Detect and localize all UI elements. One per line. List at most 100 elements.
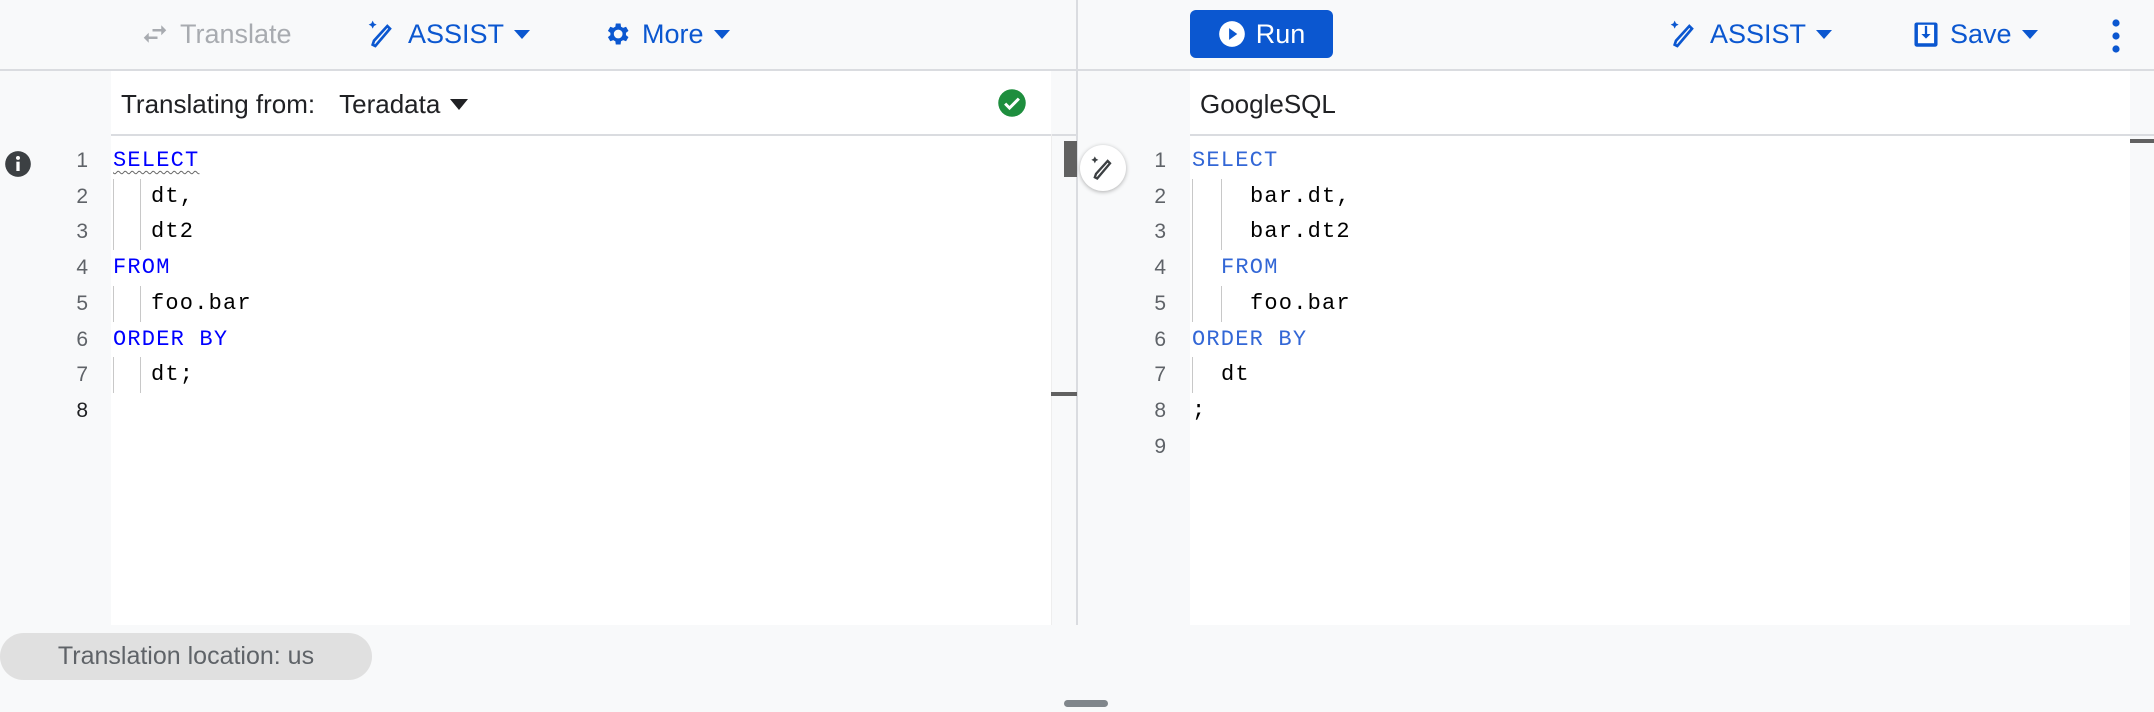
resize-handle[interactable] — [1064, 700, 1108, 707]
code-line: ORDER BY — [113, 322, 228, 358]
target-dialect-label: GoogleSQL — [1200, 88, 1336, 119]
more-vert-button[interactable] — [2106, 16, 2126, 56]
chevron-down-icon — [2021, 29, 2038, 39]
code-line: dt, — [113, 178, 195, 215]
indent-guide — [113, 178, 114, 215]
line-number: 2 — [1154, 184, 1166, 208]
magic-pen-icon — [1091, 156, 1112, 180]
source-editor[interactable] — [111, 71, 1051, 625]
magic-pen-icon — [368, 20, 392, 48]
save-button[interactable]: Save — [1912, 12, 2038, 56]
source-scrollbar-thumb[interactable] — [1064, 141, 1077, 177]
magic-pen-icon — [1670, 20, 1694, 48]
line-number: 3 — [76, 220, 88, 244]
indent-guide — [113, 214, 114, 251]
save-download-icon — [1914, 22, 1938, 47]
panel-divider[interactable] — [1076, 0, 1078, 625]
play-circle-icon — [1218, 21, 1245, 47]
source-cursor-marker — [1051, 392, 1077, 396]
line-number: 4 — [1154, 256, 1166, 280]
line-number: 8 — [76, 398, 88, 422]
swap-arrows-icon — [143, 25, 167, 43]
code-line: dt2 — [113, 214, 195, 251]
indent-guide — [1221, 178, 1222, 215]
translating-from-label: Translating from: — [121, 88, 316, 119]
line-number: 7 — [76, 363, 88, 387]
code-line: SELECT — [113, 143, 199, 179]
line-number: 5 — [1154, 291, 1166, 315]
sql-text: ; — [1192, 397, 1207, 423]
sql-text: bar.dt, — [1250, 183, 1351, 209]
indent-guide — [1192, 214, 1193, 251]
sql-keyword: SELECT — [113, 148, 200, 173]
code-line: FROM — [113, 250, 171, 286]
sql-text: dt; — [151, 362, 195, 388]
source-header: Translating from: Teradata — [121, 84, 469, 124]
code-line: dt — [1192, 357, 1250, 394]
target-header-divider — [1190, 134, 2154, 136]
line-number: 6 — [1154, 327, 1166, 351]
code-line: ; — [1192, 393, 1206, 429]
indent-guide — [113, 285, 114, 322]
sql-text: foo.bar — [1250, 290, 1351, 316]
run-label: Run — [1255, 18, 1306, 49]
more-label: More — [642, 18, 704, 49]
code-line: SELECT — [1192, 143, 1278, 179]
code-line: dt; — [113, 357, 195, 394]
gear-icon — [607, 23, 629, 45]
source-dialect-value: Teradata — [339, 88, 441, 119]
line-number: 5 — [76, 291, 88, 315]
assist-label: ASSIST — [1710, 18, 1807, 49]
sql-text: foo.bar — [151, 290, 252, 316]
assist-label: ASSIST — [408, 18, 505, 49]
more-button[interactable]: More — [602, 12, 730, 56]
assist-gutter-button[interactable] — [1080, 145, 1126, 191]
indent-guide — [1192, 178, 1193, 215]
target-scroll-marker — [2130, 139, 2154, 143]
line-number: 8 — [1154, 398, 1166, 422]
check-circle-icon — [998, 89, 1026, 117]
source-dialect-dropdown[interactable]: Teradata — [339, 88, 469, 120]
code-line: bar.dt2 — [1192, 214, 1351, 251]
info-icon[interactable] — [4, 150, 32, 178]
source-scrollbar-track[interactable] — [1051, 134, 1052, 625]
line-number: 4 — [76, 256, 88, 280]
sql-text: bar.dt2 — [1250, 219, 1351, 245]
target-header: GoogleSQL — [1200, 84, 1336, 124]
indent-guide — [1192, 357, 1193, 394]
translate-button[interactable]: Translate — [140, 12, 292, 56]
sql-text: dt — [1221, 362, 1250, 388]
assist-button-right[interactable]: ASSIST — [1668, 12, 1833, 56]
translation-location-chip[interactable]: Translation location: us — [0, 633, 372, 680]
indent-guide — [113, 357, 114, 394]
indent-guide — [140, 285, 141, 322]
source-header-divider — [111, 134, 1077, 136]
target-editor[interactable] — [1190, 71, 2130, 625]
more-vert-icon — [2112, 19, 2120, 53]
line-number: 1 — [1154, 149, 1166, 172]
line-number: 7 — [1154, 363, 1166, 387]
indent-guide — [1192, 250, 1193, 287]
line-number: 6 — [76, 327, 88, 351]
translation-location-label: Translation location: us — [57, 642, 315, 670]
line-number: 9 — [1154, 434, 1166, 458]
indent-guide — [1192, 285, 1193, 322]
indent-guide — [1221, 214, 1222, 251]
sql-text: dt2 — [151, 219, 195, 245]
code-line: foo.bar — [1192, 285, 1351, 322]
caret-down-icon — [450, 98, 469, 110]
indent-guide — [1221, 285, 1222, 322]
sql-keyword: SELECT — [1192, 148, 1279, 173]
code-line: foo.bar — [113, 285, 252, 322]
chevron-down-icon — [514, 29, 531, 39]
indent-guide — [140, 214, 141, 251]
assist-button-left[interactable]: ASSIST — [366, 12, 531, 56]
chevron-down-icon — [713, 29, 730, 39]
sql-keyword: ORDER BY — [1192, 326, 1308, 352]
code-line: ORDER BY — [1192, 322, 1307, 358]
indent-guide — [140, 357, 141, 394]
sql-text: dt, — [151, 183, 195, 209]
code-line: FROM — [1192, 250, 1279, 287]
run-button[interactable]: Run — [1190, 10, 1333, 58]
line-number: 1 — [76, 149, 88, 172]
